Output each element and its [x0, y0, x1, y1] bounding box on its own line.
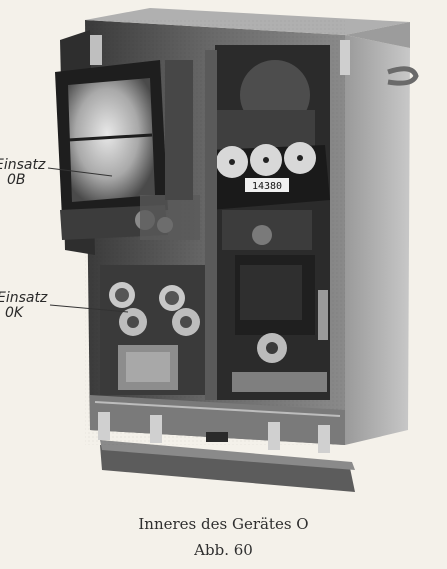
side-handle: [387, 66, 419, 86]
center-divider: [205, 50, 217, 400]
counter-reading: 14380: [252, 181, 282, 192]
label-einsatz-ok-line2: 0K: [5, 305, 24, 321]
counter-mechanism: [208, 45, 330, 400]
case-front-rails: [90, 395, 345, 453]
leader-line-ok: [49, 304, 129, 313]
label-einsatz-ok: Einsatz 0K: [0, 291, 47, 321]
base-plate: [100, 440, 355, 492]
top-latches: [90, 35, 350, 75]
caption-figure-number: Abb. 60: [194, 541, 253, 559]
device-photo: 14380: [47, 8, 419, 492]
leader-line-ob: [47, 167, 113, 177]
label-einsatz-ob-line1: Einsatz: [0, 157, 46, 173]
label-einsatz-ob-line2: 0B: [7, 172, 26, 188]
einsatz-ob-unit: [55, 30, 200, 255]
label-einsatz-ok-line1: Einsatz: [0, 290, 48, 306]
caption-title: Inneres des Gerätes O: [138, 515, 309, 533]
label-einsatz-ob: Einsatz 0B: [0, 158, 45, 188]
einsatz-ok-unit: [100, 265, 210, 395]
